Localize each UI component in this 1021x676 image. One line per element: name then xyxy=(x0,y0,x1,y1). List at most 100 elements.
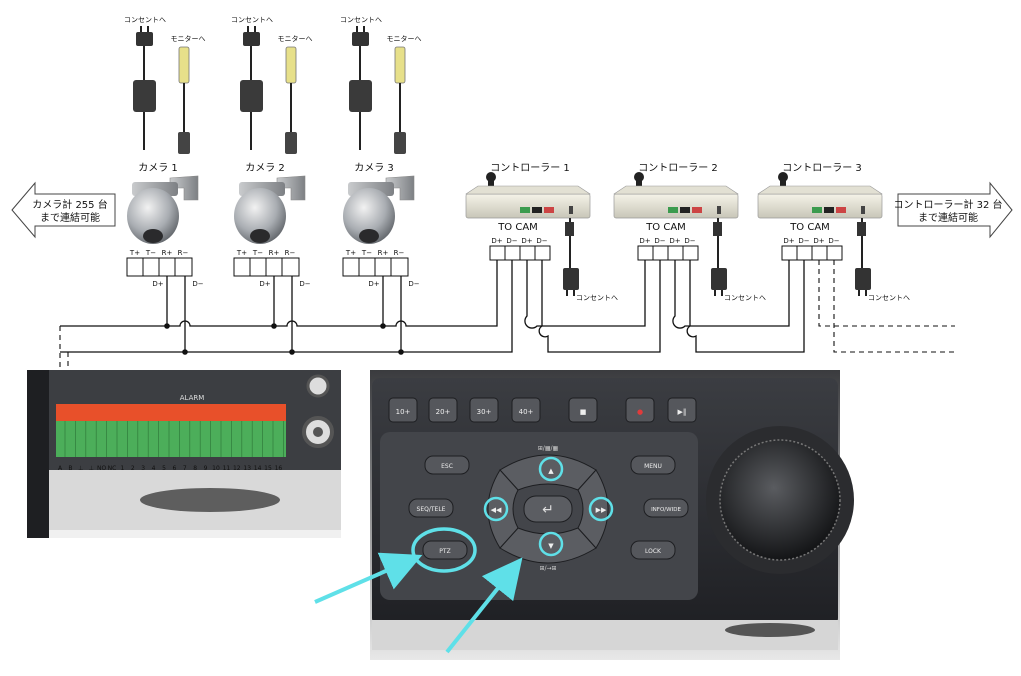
direction-pad: ↵ ▲ ▼ ◀◀ ▶▶ xyxy=(483,454,614,564)
panel-top-button-label: ▶‖ xyxy=(678,408,687,416)
power-adapter-icon xyxy=(349,80,372,112)
seq-tele-button[interactable]: SEQ/TELE xyxy=(408,498,454,518)
info-wide-button[interactable]: INFO/WIDE xyxy=(643,498,689,518)
terminal-pin-label: 7 xyxy=(183,465,187,472)
right-arrow: コントローラー計 32 台 まで連結可能 xyxy=(893,181,1013,239)
terminal-label: D+ xyxy=(491,237,502,245)
controller-unit: コントローラー 3 TO CAM D+ D− D+ D− コンセントへ xyxy=(757,162,910,302)
terminal-pin-label: 5 xyxy=(162,465,166,472)
terminal-label: R+ xyxy=(162,249,173,257)
menu-button[interactable]: MENU xyxy=(630,455,676,475)
terminal-label: R− xyxy=(394,249,405,257)
panel-top-button[interactable]: 20+ xyxy=(428,397,458,423)
camera-monitor-label: モニターへ xyxy=(278,34,313,43)
terminal-pin-label: 15 xyxy=(264,465,272,472)
up-arrow-icon: ▲ xyxy=(548,467,554,475)
terminal-pin-label: A xyxy=(58,465,63,472)
terminal-pin-label: 2 xyxy=(131,465,135,472)
to-cam-label: TO CAM xyxy=(789,222,830,233)
video-connector-icon xyxy=(285,46,297,154)
camera-unit: コンセントへ モニターへ カメラ 2 T+ T− R+ R− D+ xyxy=(231,16,313,288)
terminal-pin-label: ⊥ xyxy=(78,465,83,472)
highlight-ring xyxy=(538,456,564,482)
panel-top-button[interactable]: ● xyxy=(625,397,655,423)
panel-top-button[interactable]: 40+ xyxy=(511,397,541,423)
terminal-pin-label: 10 xyxy=(212,465,220,472)
jog-shuttle-knob[interactable] xyxy=(706,426,854,574)
power-adapter-icon xyxy=(563,218,579,296)
right-key[interactable] xyxy=(577,469,609,549)
terminal-pin-label: 11 xyxy=(223,465,231,472)
terminal-label: T− xyxy=(252,249,263,257)
ptz-controller-icon xyxy=(757,172,883,219)
panel-top-button[interactable]: ■ xyxy=(568,397,598,423)
terminal-label: D− xyxy=(192,280,203,288)
rewind-icon: ◀◀ xyxy=(491,506,502,514)
terminal-label: T+ xyxy=(345,249,356,257)
power-adapter-icon xyxy=(855,218,871,296)
menu-label: MENU xyxy=(644,463,662,470)
esc-button[interactable]: ESC xyxy=(424,455,470,475)
panel-top-button-label: 20+ xyxy=(436,408,451,416)
highlight-ring xyxy=(538,531,564,557)
camera-monitor-label: モニターへ xyxy=(171,34,206,43)
terminal-pin-label: 13 xyxy=(243,465,251,472)
camera-label: カメラ 3 xyxy=(354,162,394,174)
terminal-label: D+ xyxy=(368,280,379,288)
highlight-ring xyxy=(588,496,614,522)
enter-icon: ↵ xyxy=(542,502,554,518)
panel-top-button-label: 40+ xyxy=(519,408,534,416)
terminal-label: T− xyxy=(145,249,156,257)
camera-monitor-label: モニターへ xyxy=(387,34,422,43)
controller-label: コントローラー 1 xyxy=(490,162,570,174)
layout-bottom-label: ⊞/→⊞ xyxy=(539,565,556,572)
fast-forward-icon: ▶▶ xyxy=(596,506,607,514)
terminal-pin-label: 1 xyxy=(120,465,124,472)
controller-unit: コントローラー 1 TO CAM D+ D− D+ D− コンセントへ xyxy=(465,162,618,302)
dome-camera-icon xyxy=(127,175,199,244)
panel-top-button[interactable]: ▶‖ xyxy=(667,397,697,423)
to-cam-label: TO CAM xyxy=(645,222,686,233)
left-key[interactable] xyxy=(487,469,519,549)
ptz-label: PTZ xyxy=(439,548,450,555)
terminal-pin-label: ⊥ xyxy=(89,465,94,472)
terminal-label: D− xyxy=(299,280,310,288)
ptz-button[interactable]: PTZ xyxy=(411,527,477,573)
terminal-block-green xyxy=(56,421,286,457)
terminal-pin-label: 6 xyxy=(172,465,176,472)
power-plug-icon xyxy=(352,26,369,46)
top-button-row: 10+ 20+ 30+ 40+ ■ ● ▶‖ xyxy=(388,397,697,423)
panel-top-button-label: ■ xyxy=(580,408,587,416)
controller-outlet-label: コンセントへ xyxy=(868,294,910,302)
ptz-highlight-ring xyxy=(411,527,477,573)
terminal-pin-label: NO xyxy=(97,465,106,472)
panel-top-button-label: 30+ xyxy=(477,408,492,416)
terminal-screws-red xyxy=(56,404,286,421)
power-plug-icon xyxy=(136,26,153,46)
terminal-label: D+ xyxy=(259,280,270,288)
video-connector-icon xyxy=(394,46,406,154)
left-arrow: カメラ計 255 台 まで連結可能 xyxy=(11,181,116,239)
terminal-label: T− xyxy=(361,249,372,257)
dome-camera-icon xyxy=(234,175,306,244)
terminal-pin-label: 8 xyxy=(193,465,197,472)
lock-button[interactable]: LOCK xyxy=(630,540,676,560)
camera-unit: コンセントへ モニターへ カメラ 3 T+ T− R+ R− D+ xyxy=(340,16,422,288)
camera-label: カメラ 2 xyxy=(245,162,285,174)
terminal-label: D+ xyxy=(152,280,163,288)
panel-top-button[interactable]: 30+ xyxy=(469,397,499,423)
terminal-pin-label: 4 xyxy=(152,465,156,472)
camera-terminal-block: T+ T− R+ R− D+ D− xyxy=(233,249,311,288)
controller-terminal-block: D+ D− D+ D− xyxy=(637,237,699,261)
arrow-to-ptz xyxy=(314,552,423,604)
highlight-ring xyxy=(483,496,509,522)
panel-top-button[interactable]: 10+ xyxy=(388,397,418,423)
power-plug-icon xyxy=(243,26,260,46)
enter-key[interactable] xyxy=(523,495,573,523)
ptz-controller-icon xyxy=(465,172,591,219)
to-cam-label: TO CAM xyxy=(497,222,538,233)
panel-top-button-label: 10+ xyxy=(396,408,411,416)
camera-label: カメラ 1 xyxy=(138,162,178,174)
terminal-label: D− xyxy=(536,237,547,245)
